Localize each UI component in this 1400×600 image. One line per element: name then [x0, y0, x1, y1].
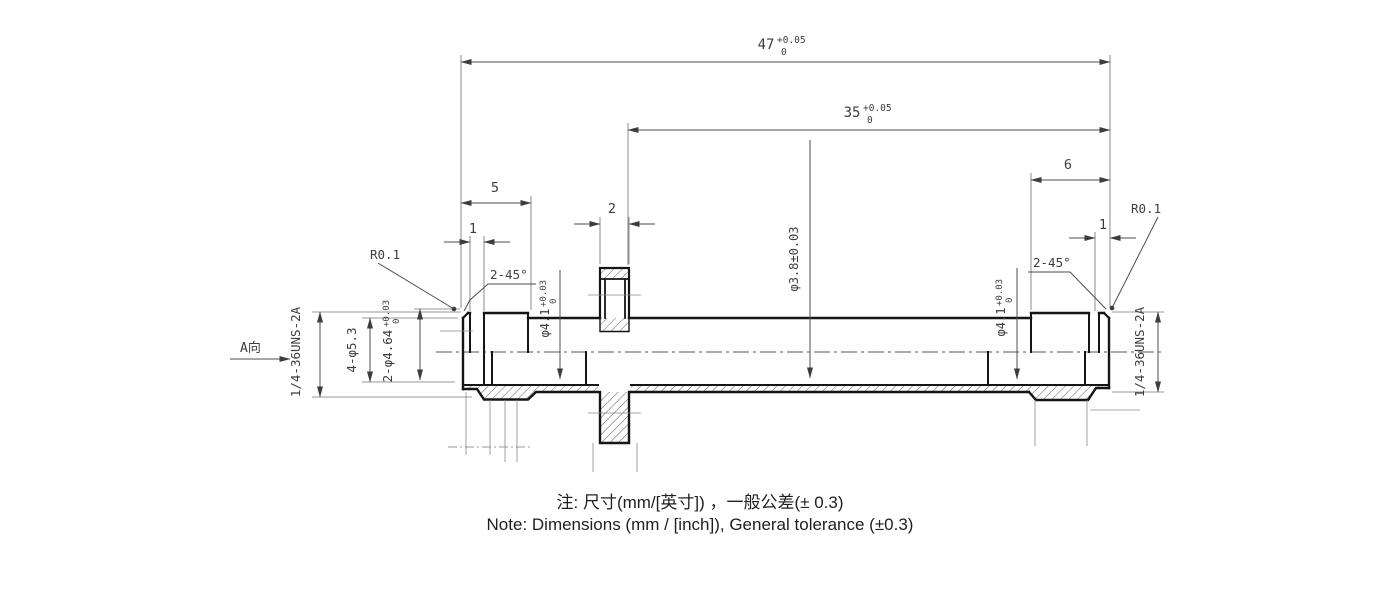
- bottom-profile: [461, 386, 1111, 402]
- bore41R-tol-lower: 0: [1005, 298, 1015, 303]
- hatch-top-boss-base: [600, 318, 629, 332]
- leader-radiusR: [1111, 216, 1159, 309]
- bottom-boss-outline: [598, 390, 631, 445]
- extension-lines: [312, 55, 1164, 398]
- top-profile: [466, 311, 1106, 320]
- bore41-right-label: φ4.1 +0.03 0: [994, 279, 1015, 337]
- thread-left-label: 1/4-36UNS-2A: [288, 306, 303, 397]
- note-line-en: Note: Dimensions (mm / [inch]), General …: [486, 515, 914, 534]
- thread-right-label: 1/4-36UNS-2A: [1132, 306, 1147, 397]
- chamfer-right-label: 2-45°: [1033, 255, 1071, 270]
- step-and-groove-edges: [469, 312, 1100, 386]
- section-hatching: [466, 268, 1107, 443]
- dim-6-value: 6: [1064, 157, 1072, 173]
- leader-dot-right: [1109, 305, 1115, 311]
- top-boss-bore: [604, 278, 626, 319]
- dim-35-tol-lower: 0: [867, 115, 873, 126]
- dim-35-value: 35: [844, 105, 861, 121]
- radius-left-label: R0.1: [370, 247, 400, 262]
- top-boss-base: [599, 317, 630, 333]
- threadL-text: 1/4-36UNS-2A: [288, 306, 303, 397]
- hatch-left-wall: [466, 385, 598, 400]
- bore41R-value: φ4.1: [994, 308, 1008, 337]
- leader-chamferR: [1028, 271, 1107, 310]
- cbore464-value: 2-φ4.64: [380, 330, 395, 383]
- cbore464-label: 2-φ4.64 +0.03 0: [380, 300, 402, 382]
- top-boss-outline: [598, 266, 631, 320]
- holes53-text: 4-φ5.3: [344, 327, 359, 372]
- dim-47-value: 47: [758, 37, 775, 53]
- threadR-text: 1/4-36UNS-2A: [1132, 306, 1147, 397]
- leader-radiusL: [377, 262, 455, 310]
- bore41L-tol-lower: 0: [549, 299, 559, 304]
- cbore464-tol-lower: 0: [392, 319, 402, 324]
- bore41-left-label: φ4.1 +0.03 0: [538, 280, 559, 338]
- chamfer-left-label: 2-45°: [490, 267, 528, 282]
- dim-35-tol-upper: +0.05: [863, 103, 892, 114]
- view-a-label: A向: [240, 340, 261, 356]
- dim-5-value: 5: [491, 180, 499, 196]
- part-outline: [461, 266, 1111, 445]
- dim-47-tol-lower: 0: [781, 47, 787, 58]
- dim-1-left-value: 1: [469, 221, 477, 237]
- hatch-right-wall: [631, 385, 1107, 400]
- hatch-bottom-boss: [600, 392, 629, 443]
- bore38-text: φ3.8±0.03: [787, 226, 801, 291]
- radius-right-label: R0.1: [1131, 201, 1161, 216]
- bore41R-tol-upper: +0.03: [995, 279, 1005, 306]
- leader-lines: [377, 216, 1159, 312]
- leader-chamferL: [463, 283, 536, 312]
- bore41L-tol-upper: +0.03: [539, 280, 549, 307]
- dimension-text: 47 +0.05 0 35 +0.05 0 6 5 2 1 1 2-45° 2-…: [240, 35, 1161, 397]
- dim-2-value: 2: [608, 201, 616, 217]
- dimension-lines: [230, 59, 1161, 398]
- cbore464-tol-upper: +0.03: [382, 300, 392, 327]
- dim-47-tol-upper: +0.05: [777, 35, 806, 46]
- holes53-label: 4-φ5.3: [344, 327, 359, 372]
- drawing-notes: 注: 尺寸(mm/[英寸]) ，一般公差(± 0.3) Note: Dimens…: [0, 492, 1400, 536]
- note-line-zh: 注: 尺寸(mm/[英寸]) ，一般公差(± 0.3): [556, 493, 844, 512]
- leader-dot-left: [451, 306, 457, 312]
- end-faces: [461, 316, 1111, 391]
- hatch-top-boss-cap: [600, 268, 629, 279]
- dim-1-right-value: 1: [1099, 217, 1107, 233]
- bore41L-value: φ4.1: [538, 309, 552, 338]
- auxiliary-lines: [440, 294, 1140, 472]
- bore38-label: φ3.8±0.03: [787, 226, 801, 291]
